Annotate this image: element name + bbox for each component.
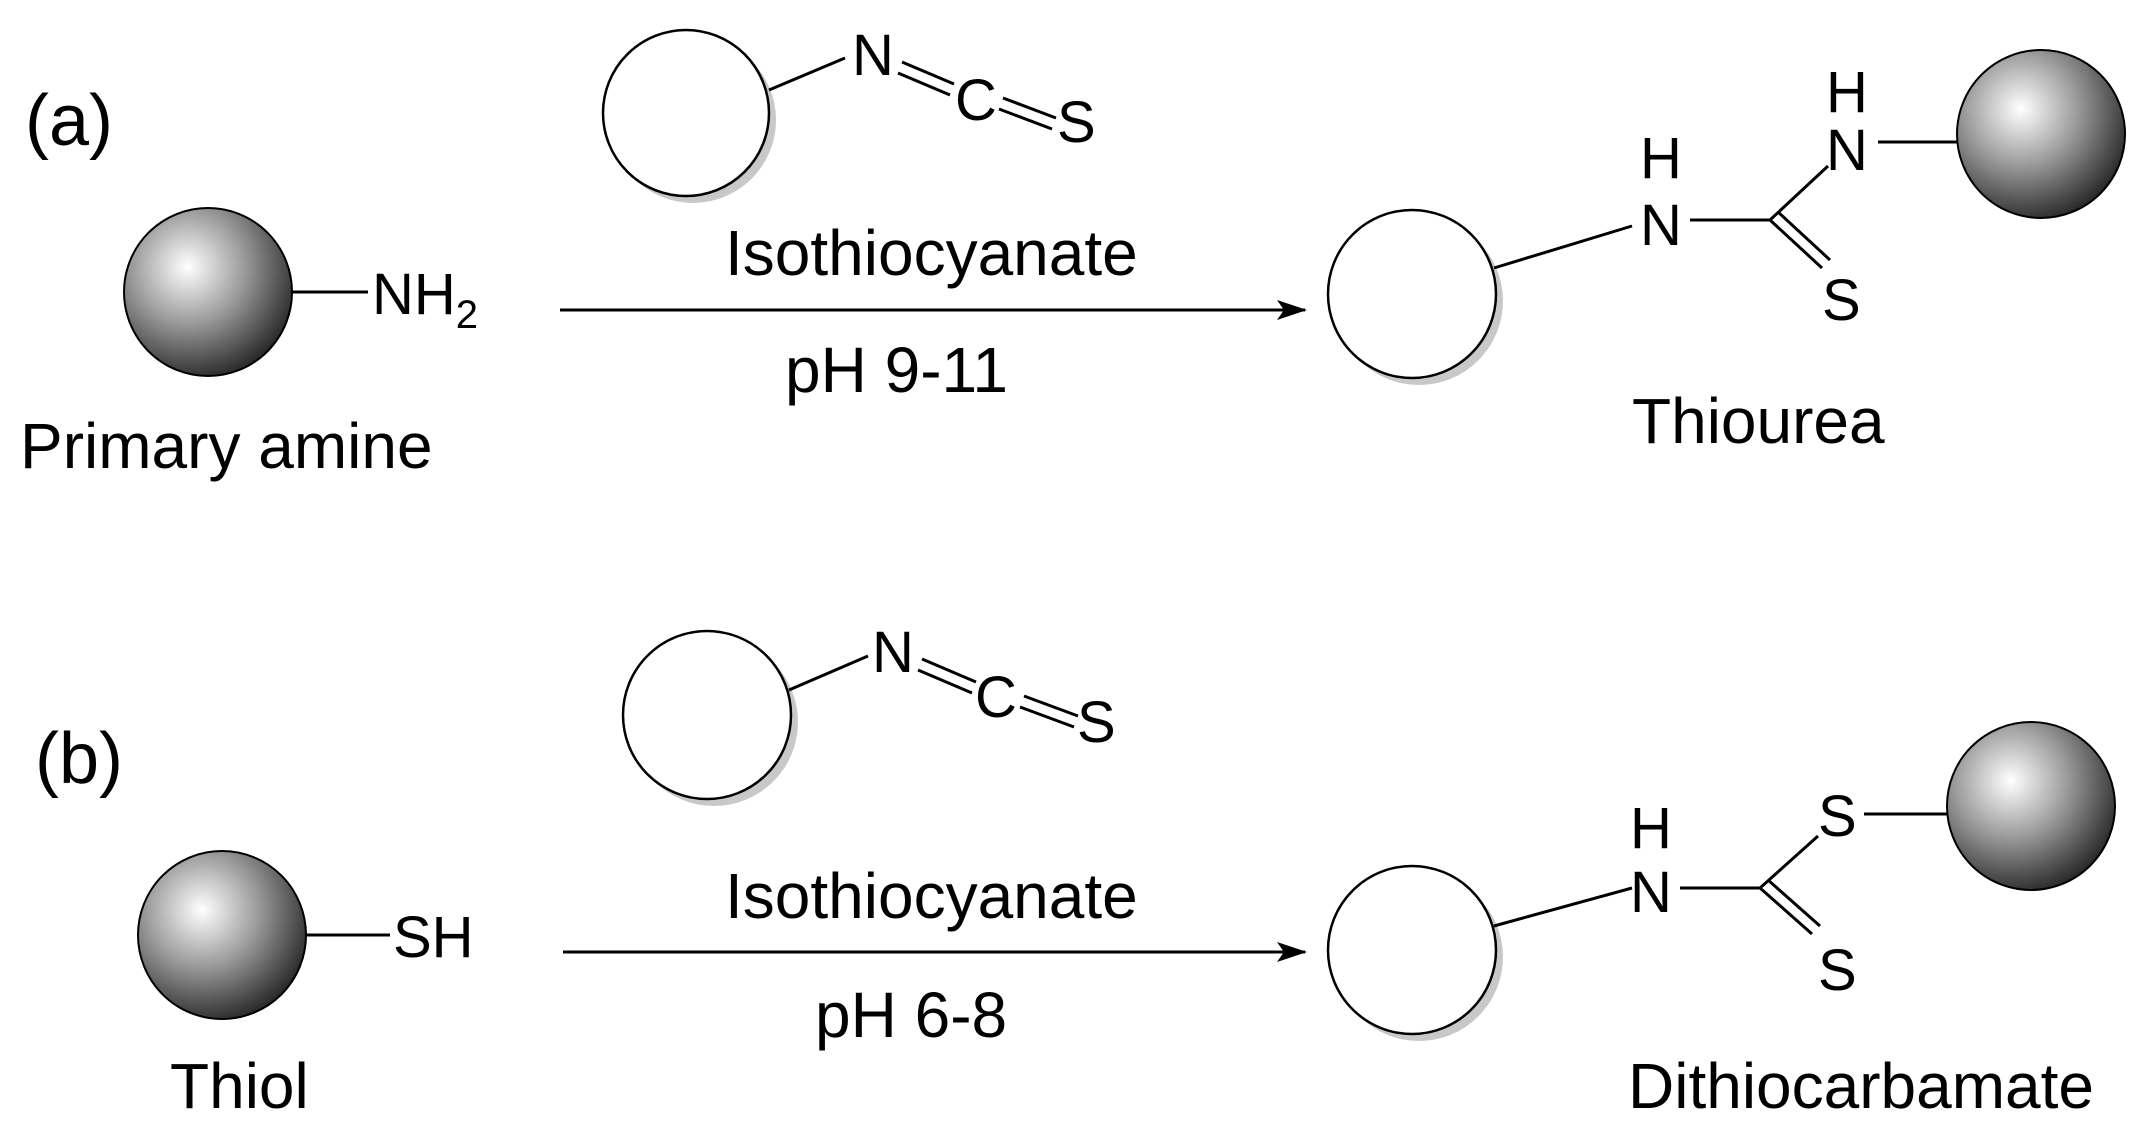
product-label: Thiourea — [1632, 385, 1885, 457]
reactant-label: Primary amine — [20, 410, 433, 482]
product-label: Dithiocarbamate — [1628, 1050, 2094, 1122]
atom-n1: N — [1640, 193, 1682, 258]
product-dithiocarbamate: H N S S Dithiocarbamate — [1326, 721, 2116, 1122]
solid-bead-icon — [1946, 721, 2116, 891]
reagent-label: Isothiocyanate — [725, 217, 1138, 289]
hollow-ring-icon — [621, 629, 793, 801]
hollow-ring-icon — [1326, 208, 1498, 380]
atom-n1: N — [1630, 860, 1672, 925]
atom-s: S — [1057, 90, 1096, 155]
atom-s: S — [1822, 268, 1861, 333]
bond-line — [1493, 224, 1633, 270]
reactant-group: SH — [393, 905, 474, 970]
bond-line — [1768, 164, 1830, 222]
panel-a: (a) NH2 Primary amine N C S Isothiocyana… — [20, 23, 2126, 482]
atom-s1: S — [1818, 784, 1857, 849]
solid-bead-icon — [1956, 49, 2126, 219]
atom-h2: H — [1826, 60, 1868, 125]
bond-line — [1758, 834, 1820, 890]
double-bond-line — [901, 60, 955, 86]
panel-a-label: (a) — [25, 81, 113, 161]
solid-bead-icon — [137, 850, 307, 1020]
panel-b: (b) SH Thiol N C S Isothiocyanate pH 6-8 — [35, 620, 2116, 1122]
reagent-label: Isothiocyanate — [725, 860, 1138, 932]
double-bond-line — [1002, 96, 1057, 120]
panel-b-label: (b) — [35, 719, 123, 799]
hollow-ring-icon — [601, 28, 771, 198]
atom-s: S — [1077, 690, 1116, 755]
double-bond-line — [1767, 878, 1821, 928]
reactant-primary-amine: NH2 Primary amine — [20, 207, 478, 482]
product-thiourea: H N S H N Thiourea — [1326, 49, 2126, 457]
reagent-isothiocyanate: N C S — [621, 620, 1116, 806]
solid-bead-icon — [123, 207, 293, 377]
reagent-isothiocyanate: N C S — [601, 23, 1096, 203]
double-bond-line — [1019, 705, 1075, 729]
atom-n2: N — [1826, 118, 1868, 183]
atom-h1: H — [1630, 796, 1672, 861]
double-bond-line — [1776, 210, 1832, 262]
reactant-thiol: SH Thiol — [137, 850, 474, 1122]
double-bond-line — [921, 657, 977, 684]
condition-label: pH 9-11 — [785, 334, 1008, 406]
atom-n: N — [872, 620, 914, 685]
hollow-ring-icon — [1326, 864, 1498, 1036]
double-bond-line — [1759, 886, 1813, 936]
double-bond-line — [897, 71, 951, 97]
bond-line — [788, 654, 869, 692]
atom-c: C — [975, 665, 1017, 730]
double-bond-line — [1023, 694, 1079, 718]
atom-n: N — [852, 23, 894, 88]
condition-label: pH 6-8 — [815, 979, 1007, 1051]
double-bond-line — [1768, 218, 1824, 270]
reactant-group: NH2 — [372, 262, 478, 337]
double-bond-line — [998, 107, 1053, 131]
bond-line — [1493, 886, 1633, 928]
atom-h1: H — [1640, 126, 1682, 191]
reactant-label: Thiol — [170, 1050, 309, 1122]
atom-c: C — [955, 68, 997, 133]
atom-s2: S — [1818, 938, 1857, 1003]
bond-line — [768, 56, 846, 92]
double-bond-line — [917, 668, 973, 695]
